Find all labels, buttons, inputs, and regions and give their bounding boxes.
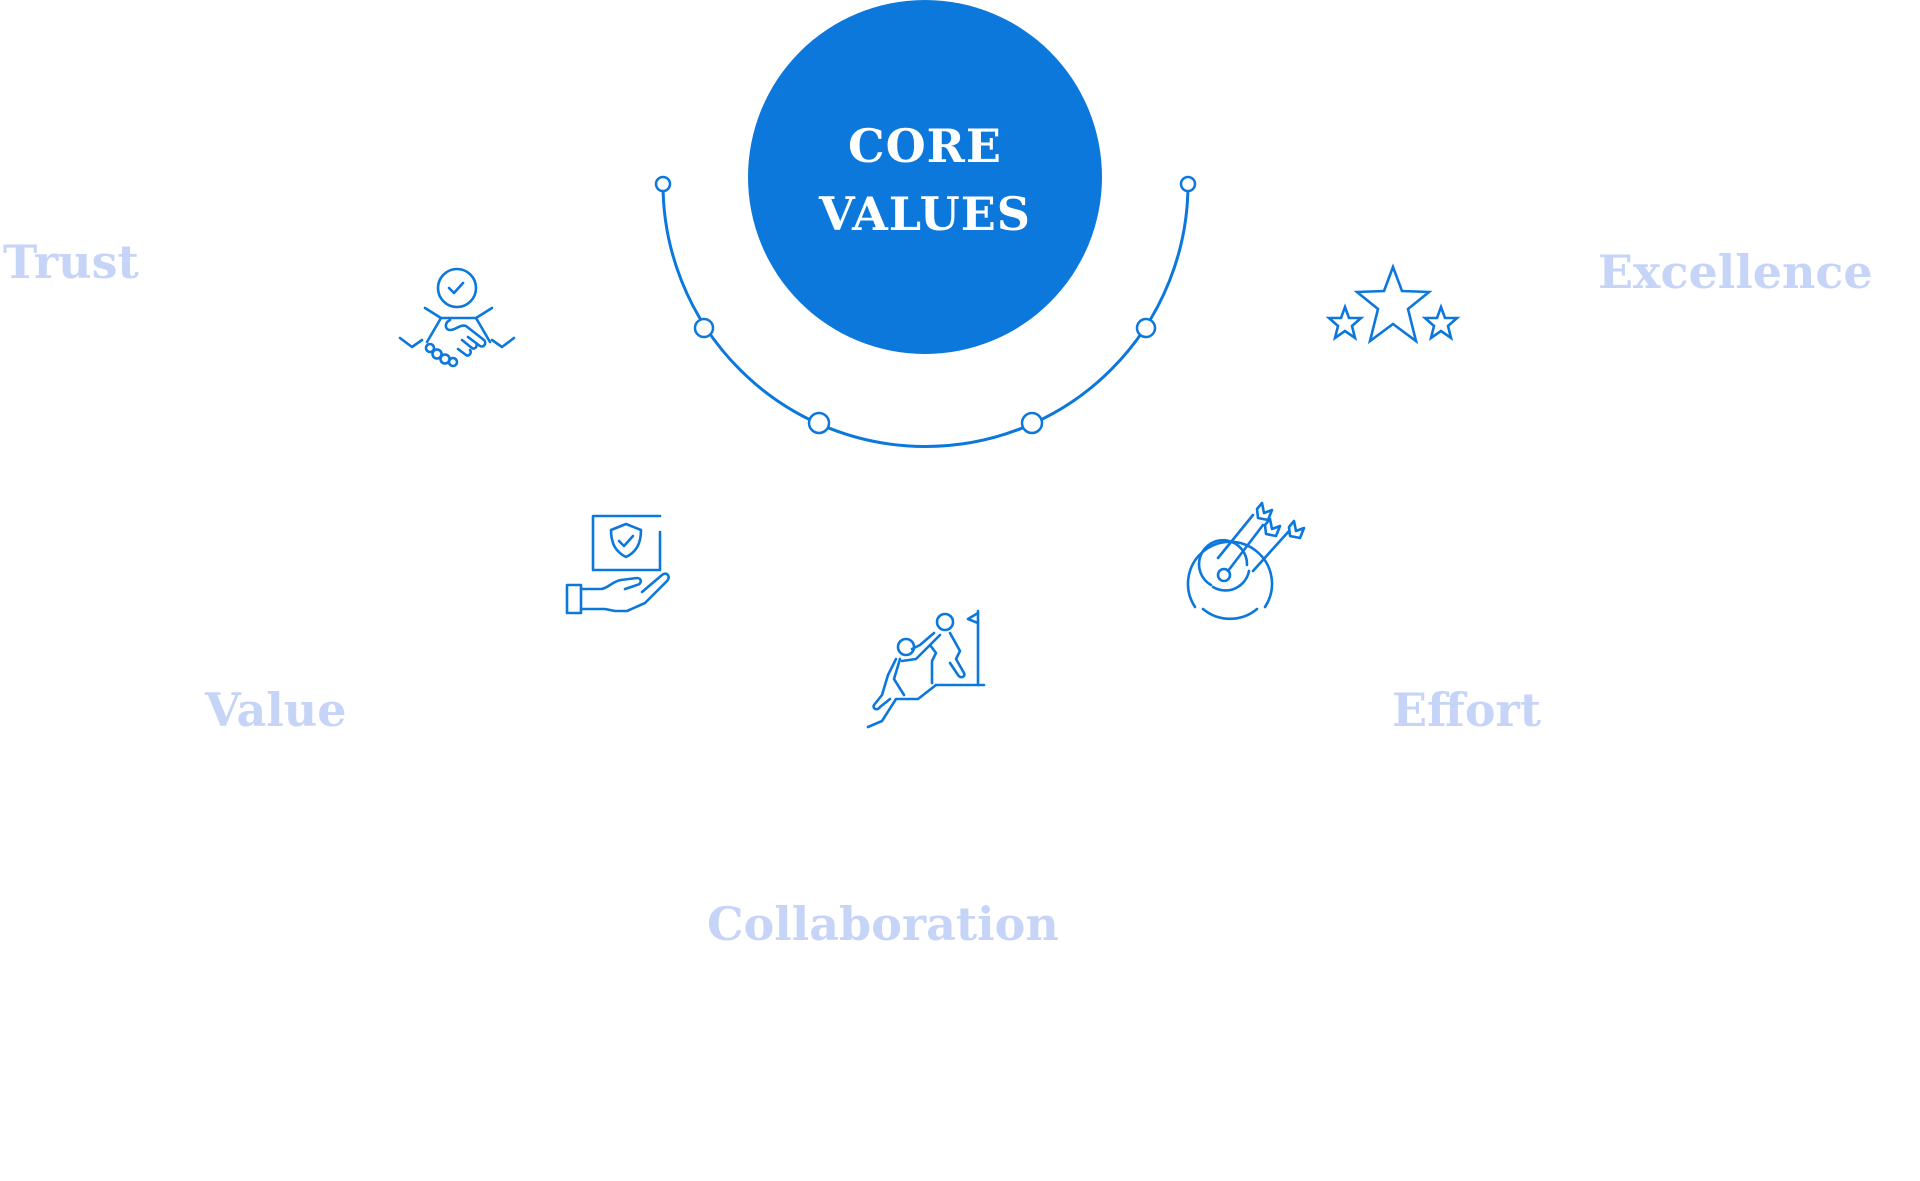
- core-values-title: CORE VALUES: [748, 112, 1102, 248]
- three-stars-icon: [1325, 263, 1461, 345]
- hand-shield-icon: [565, 510, 683, 615]
- value-label-effort: Effort: [1392, 683, 1541, 737]
- value-label-value: Value: [205, 683, 347, 737]
- core-title-line2: VALUES: [818, 187, 1032, 241]
- climbing-help-icon: [866, 609, 986, 731]
- value-label-excellence: Excellence: [1598, 245, 1873, 299]
- value-label-collaboration: Collaboration: [707, 897, 1059, 951]
- handshake-check-icon: [398, 267, 516, 378]
- arc-node: [1135, 317, 1157, 339]
- core-values-circle: [748, 0, 1102, 354]
- arc-node: [1020, 411, 1044, 435]
- arc-node: [807, 411, 831, 435]
- arc-node: [1179, 175, 1197, 193]
- target-arrows-icon: [1181, 501, 1307, 621]
- arc-node: [693, 317, 715, 339]
- arc-node: [654, 175, 672, 193]
- value-label-trust: Trust: [3, 235, 139, 289]
- core-title-line1: CORE: [848, 119, 1002, 173]
